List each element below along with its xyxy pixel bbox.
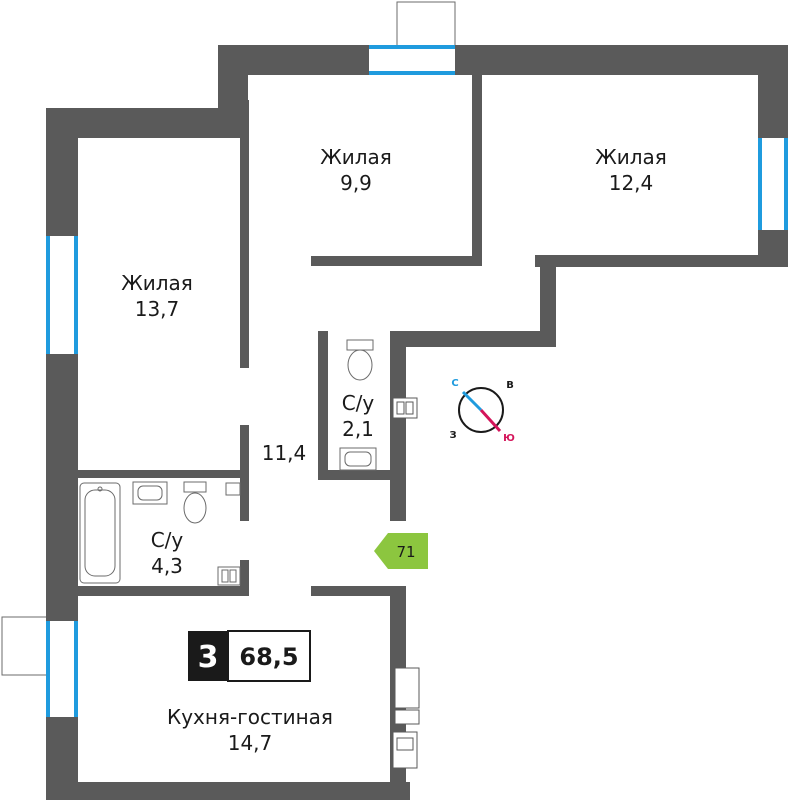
window-left-upper	[46, 236, 78, 354]
room-area-bathroom-left: 4,3	[151, 554, 183, 578]
room-area-bedroom-small: 9,9	[340, 171, 372, 195]
room-label-kitchen-living: Кухня-гостиная	[167, 705, 333, 729]
toilet	[183, 481, 207, 493]
room-area-bathroom-center: 2,1	[342, 417, 374, 441]
bathtub	[79, 482, 121, 584]
windows	[46, 45, 788, 717]
window-top	[369, 45, 455, 75]
compass-west: З	[449, 430, 456, 441]
room-area-bedroom-large: 12,4	[609, 171, 654, 195]
shafts	[392, 397, 420, 769]
room-label-bedroom-small: Жилая	[320, 145, 392, 169]
badge-total-area: 68,5	[239, 643, 298, 671]
apartment-number-marker: 71	[374, 533, 428, 569]
apartment-badge: 3 68,5	[188, 630, 311, 682]
fixtures	[79, 339, 377, 586]
room-label-bathroom-left: С/у	[151, 528, 184, 552]
compass-north: С	[451, 378, 458, 389]
badge-rooms-count: 3	[198, 640, 219, 675]
balcony-left	[1, 616, 49, 676]
balcony-top	[396, 1, 456, 47]
marker-number: 71	[396, 543, 415, 561]
room-area-kitchen-living: 14,7	[228, 731, 273, 755]
room-area-hallway: 11,4	[262, 441, 307, 465]
compass-south: Ю	[503, 433, 515, 444]
room-label-bedroom-left: Жилая	[121, 271, 193, 295]
compass-east: В	[506, 380, 514, 391]
window-right	[758, 138, 788, 230]
compass-icon: С В З Ю	[449, 378, 515, 444]
window-left-lower	[46, 621, 78, 717]
room-label-bathroom-center: С/у	[342, 391, 375, 415]
sink	[132, 481, 168, 505]
room-area-bedroom-left: 13,7	[135, 297, 180, 321]
room-label-bedroom-large: Жилая	[595, 145, 667, 169]
